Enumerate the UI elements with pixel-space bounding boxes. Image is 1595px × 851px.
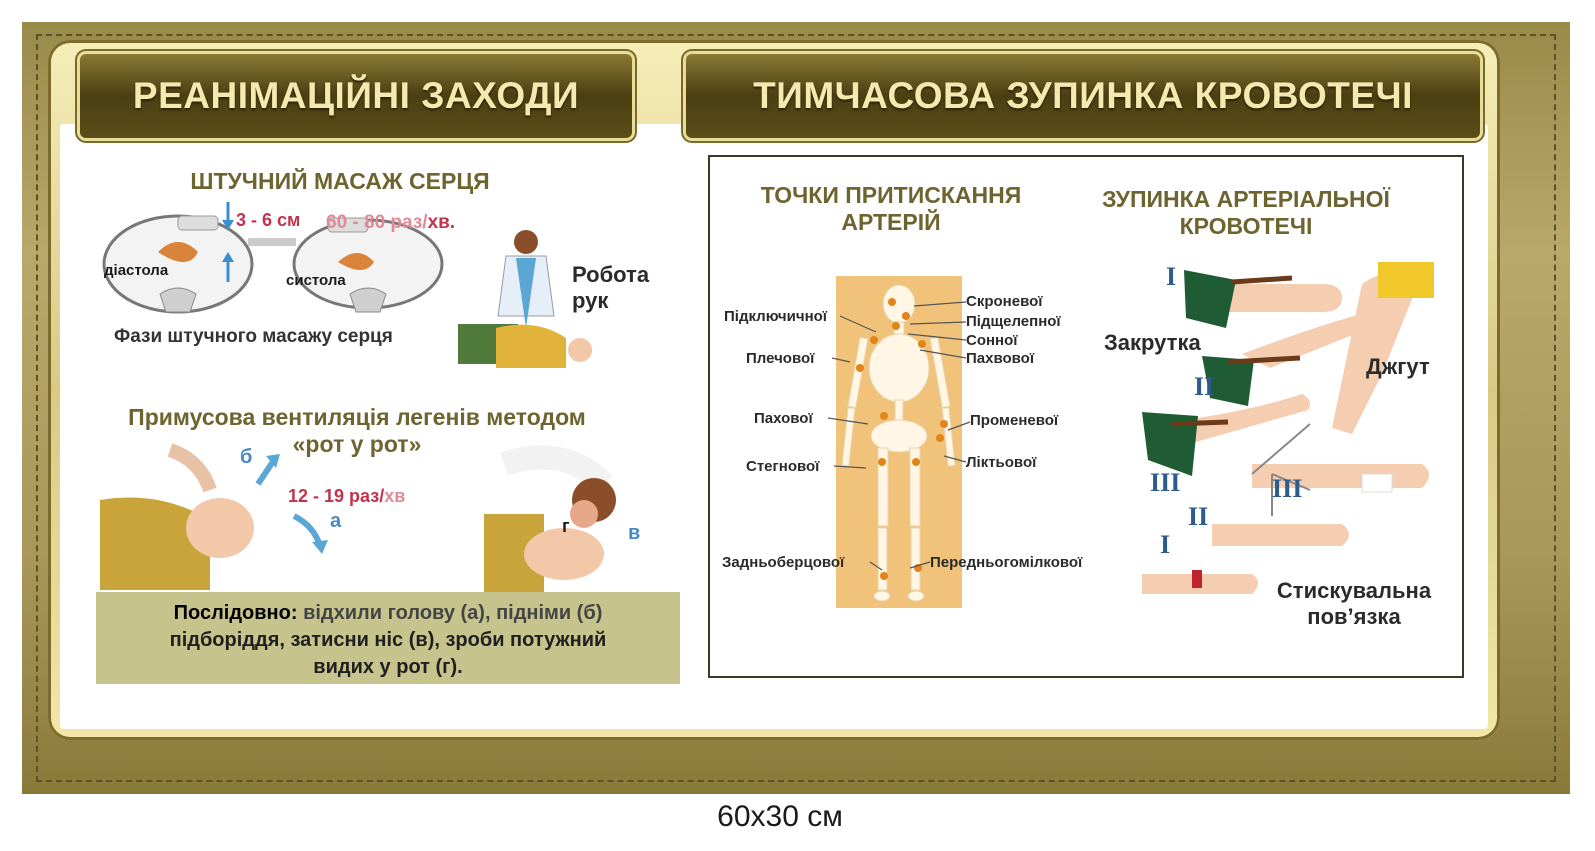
title-right: ТИМЧАСОВА ЗУПИНКА КРОВОТЕЧІ [753, 75, 1413, 116]
compression-phases-caption: Фази штучного масажу серця [114, 326, 393, 347]
head-tilt-illustration [100, 443, 254, 590]
pressure-bandage-line1: Стискувальна [1276, 578, 1432, 603]
artery-label-subclavian: Підключичної [724, 308, 828, 325]
lift-arrow-icon [255, 454, 280, 486]
compression-rate-unit: хв. [427, 212, 456, 233]
arteries-heading-line2: АРТЕРІЙ [841, 209, 941, 235]
step-iii-tourniquet: III [1272, 474, 1303, 503]
ventilation-rate-value: 12 - 19 раз/ [288, 486, 385, 506]
pressure-bandage-label: Стискувальна пов’язка [1264, 578, 1444, 630]
instructions-box: Послідовно: відхили голову (а), підніми … [96, 592, 680, 684]
tilt-arrow-icon [292, 513, 328, 554]
twist-label: Закрутка [1104, 330, 1201, 355]
ventilation-rate: 12 - 19 раз/хв [288, 486, 405, 507]
arterial-bleeding-heading-line2: КРОВОТЕЧІ [1179, 213, 1313, 239]
pressure-bandage-line2: пов’язка [1307, 604, 1401, 629]
arteries-heading: ТОЧКИ ПРИТИСКАННЯ АРТЕРІЙ [726, 182, 1056, 236]
hands-work-line1: Робота [572, 262, 650, 287]
step-i-twist: I [1166, 262, 1177, 291]
artery-label-inguinal: Пахової [754, 410, 813, 427]
artery-label-anterior-tibial: Передньогомілкової [930, 554, 1083, 571]
cpr-rescuer-illustration [458, 230, 592, 368]
systole-label: систола [286, 272, 346, 289]
step-ii-bandage: II [1188, 502, 1209, 531]
title-plate-right: ТИМЧАСОВА ЗУПИНКА КРОВОТЕЧІ [686, 54, 1480, 138]
artery-pointer-lines [827, 301, 971, 571]
artery-label-radial: Променевої [970, 412, 1059, 429]
artery-label-axillary: Пахвової [966, 350, 1035, 367]
letter-a: а [330, 510, 342, 532]
instructions-line1: відхили голову (а), підніми (б) [297, 602, 603, 624]
artery-label-ulnar: Ліктьової [966, 454, 1037, 471]
title-left: РЕАНІМАЦІЙНІ ЗАХОДИ [132, 75, 580, 116]
tourniquet-label: Джгут [1366, 354, 1430, 379]
letter-v: в [628, 522, 641, 544]
instructions-line2: підборіддя, затисни ніс (в), зроби потуж… [169, 629, 607, 651]
compression-rate: 60 - 80 раз/хв. [326, 212, 455, 234]
ventilation-heading: Примусова вентиляція легенів методом «ро… [100, 404, 614, 458]
compression-rate-value: 60 - 80 раз/ [326, 212, 428, 233]
artery-label-submandibular: Підщелепної [966, 313, 1061, 330]
ventilation-heading-line2: «рот у рот» [292, 431, 422, 457]
heart-massage-heading: ШТУЧНИЙ МАСАЖ СЕРЦЯ [190, 168, 490, 194]
artery-label-posterior-tibial: Задньоберцової [722, 554, 845, 571]
chest-compression-diagram [102, 202, 444, 314]
artery-label-brachial: Плечової [746, 350, 815, 367]
board-dashed-border [36, 34, 1556, 782]
size-caption: 60x30 см [717, 800, 843, 833]
instructions-text: Послідовно: відхили голову (а), підніми … [110, 600, 666, 681]
ventilation-heading-line1: Примусова вентиляція легенів методом [128, 404, 586, 430]
artery-label-temporal: Скроневої [966, 293, 1043, 310]
hands-work-line2: рук [572, 288, 609, 313]
step-iii-twist: III [1150, 468, 1181, 497]
artery-label-femoral: Стегнової [746, 458, 820, 475]
instructions-label: Послідовно: [173, 602, 298, 624]
diastole-label: діастола [104, 262, 169, 279]
letter-b: б [240, 446, 253, 468]
compression-depth: 3 - 6 см [236, 210, 301, 230]
letter-g: г [562, 516, 570, 536]
skeleton-icon [841, 284, 956, 602]
bleeding-control-illustrations [1142, 262, 1434, 594]
artery-label-carotid: Сонної [966, 332, 1018, 349]
step-ii-twist: II [1194, 372, 1215, 401]
mouth-to-mouth-illustration [484, 445, 616, 594]
ventilation-rate-unit: хв [384, 486, 406, 506]
title-plate-left: РЕАНІМАЦІЙНІ ЗАХОДИ [80, 54, 632, 138]
arteries-heading-line1: ТОЧКИ ПРИТИСКАННЯ [760, 182, 1022, 208]
step-i-bandage: I [1160, 530, 1171, 559]
arterial-bleeding-heading-line1: ЗУПИНКА АРТЕРІАЛЬНОЇ [1102, 186, 1390, 212]
hands-work-label: Робота рук [572, 262, 664, 314]
instructions-line3: видих у рот (г). [313, 656, 463, 678]
arterial-bleeding-heading: ЗУПИНКА АРТЕРІАЛЬНОЇ КРОВОТЕЧІ [1074, 186, 1418, 240]
